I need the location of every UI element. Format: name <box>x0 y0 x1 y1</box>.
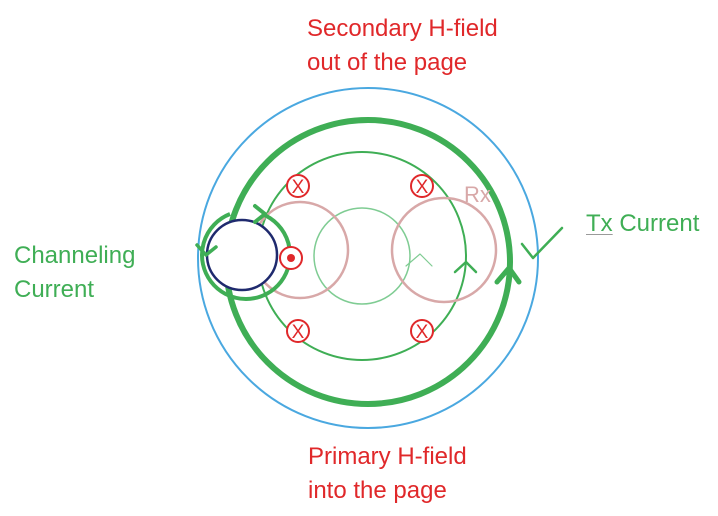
primary-field-line2: into the page <box>308 477 447 504</box>
tx-pointer-line <box>520 226 564 260</box>
secondary-field-line1: Secondary H-field <box>307 15 498 42</box>
secondary-field-label: Secondary H-field out of the page <box>307 12 498 80</box>
outer-boundary-circle <box>197 87 539 429</box>
primary-field-label: Primary H-field into the page <box>308 440 467 508</box>
tx-rest: Current <box>612 210 700 237</box>
tx-arrow-thick <box>494 265 522 285</box>
rx-label: Rx <box>464 182 491 207</box>
into-page-marker-top-right: X <box>410 174 434 198</box>
channeling-current-label: Channeling Current <box>14 239 135 307</box>
channeling-arrow-left <box>195 243 218 257</box>
out-of-page-marker <box>279 246 303 270</box>
tx-current-label: Tx Current <box>586 207 699 241</box>
channeling-arrow-top <box>253 204 267 224</box>
svg-text:X: X <box>292 177 305 198</box>
into-page-marker-bottom-left: X <box>286 319 310 343</box>
tx-word: Tx <box>586 210 613 237</box>
inner-arrow <box>405 253 433 267</box>
inner-field-loop <box>313 207 411 305</box>
rx-circle-right <box>390 196 498 304</box>
tx-arrow-medium <box>453 260 478 274</box>
secondary-field-line2: out of the page <box>307 49 468 76</box>
svg-text:X: X <box>416 177 429 198</box>
primary-field-line1: Primary H-field <box>308 443 467 470</box>
svg-text:X: X <box>292 322 305 343</box>
channeling-current-loop <box>200 212 292 301</box>
into-page-marker-top-left: X <box>286 174 310 198</box>
svg-text:X: X <box>416 322 429 343</box>
into-page-marker-bottom-right: X <box>410 319 434 343</box>
channeling-line2: Current <box>14 276 95 303</box>
channeling-line1: Channeling <box>14 242 136 269</box>
channel-conductor-circle <box>205 218 279 292</box>
